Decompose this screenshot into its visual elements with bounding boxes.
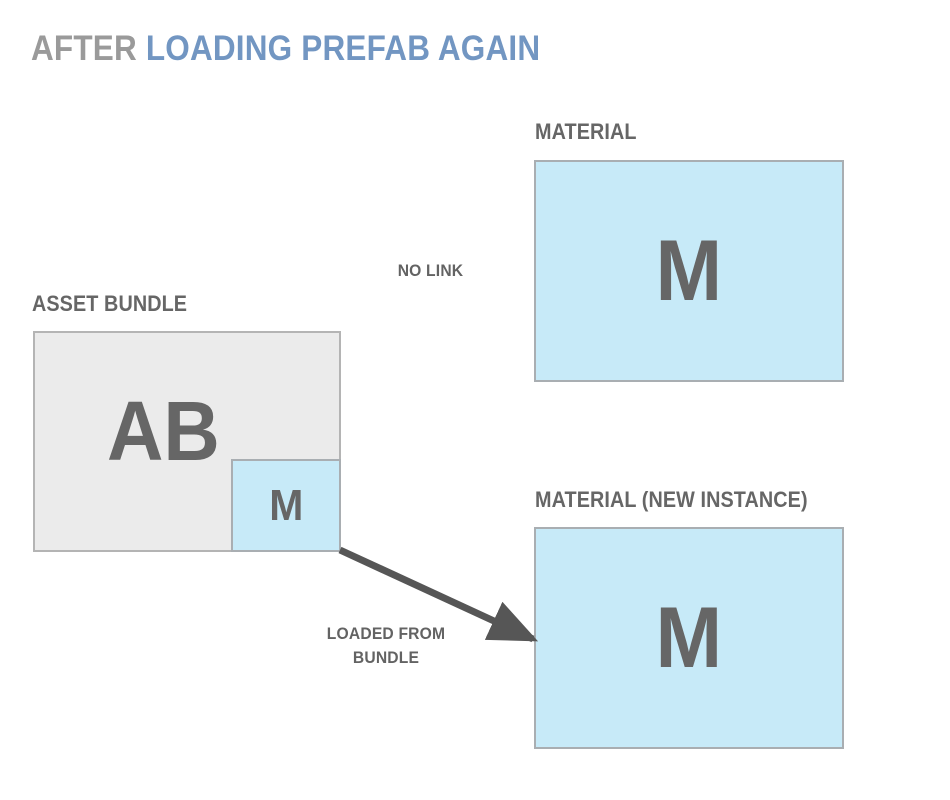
loaded-from-bundle-label-line2: BUNDLE xyxy=(352,648,420,667)
material-glyph: M xyxy=(655,223,723,319)
material-node: M xyxy=(534,160,844,382)
page-title-gray-part: AFTER xyxy=(31,29,146,68)
loaded-from-bundle-label-line1: LOADED FROM xyxy=(326,624,446,643)
page-title-blue-part: LOADING PREFAB AGAIN xyxy=(145,29,541,68)
asset-bundle-inner-material-glyph: M xyxy=(268,480,304,530)
page-title: AFTER LOADING PREFAB AGAIN xyxy=(31,28,540,70)
no-link-label: NO LINK xyxy=(397,261,464,280)
asset-bundle-glyph: AB xyxy=(107,384,220,478)
material-new-instance-node: M xyxy=(534,527,844,749)
material-new-instance-glyph: M xyxy=(655,590,723,686)
material-caption: MATERIAL xyxy=(535,119,637,144)
loaded-from-bundle-label: LOADED FROM BUNDLE xyxy=(318,622,454,670)
material-new-instance-caption: MATERIAL (NEW INSTANCE) xyxy=(535,487,808,512)
asset-bundle-caption: ASSET BUNDLE xyxy=(32,291,188,316)
asset-bundle-inner-material-node: M xyxy=(231,459,341,552)
